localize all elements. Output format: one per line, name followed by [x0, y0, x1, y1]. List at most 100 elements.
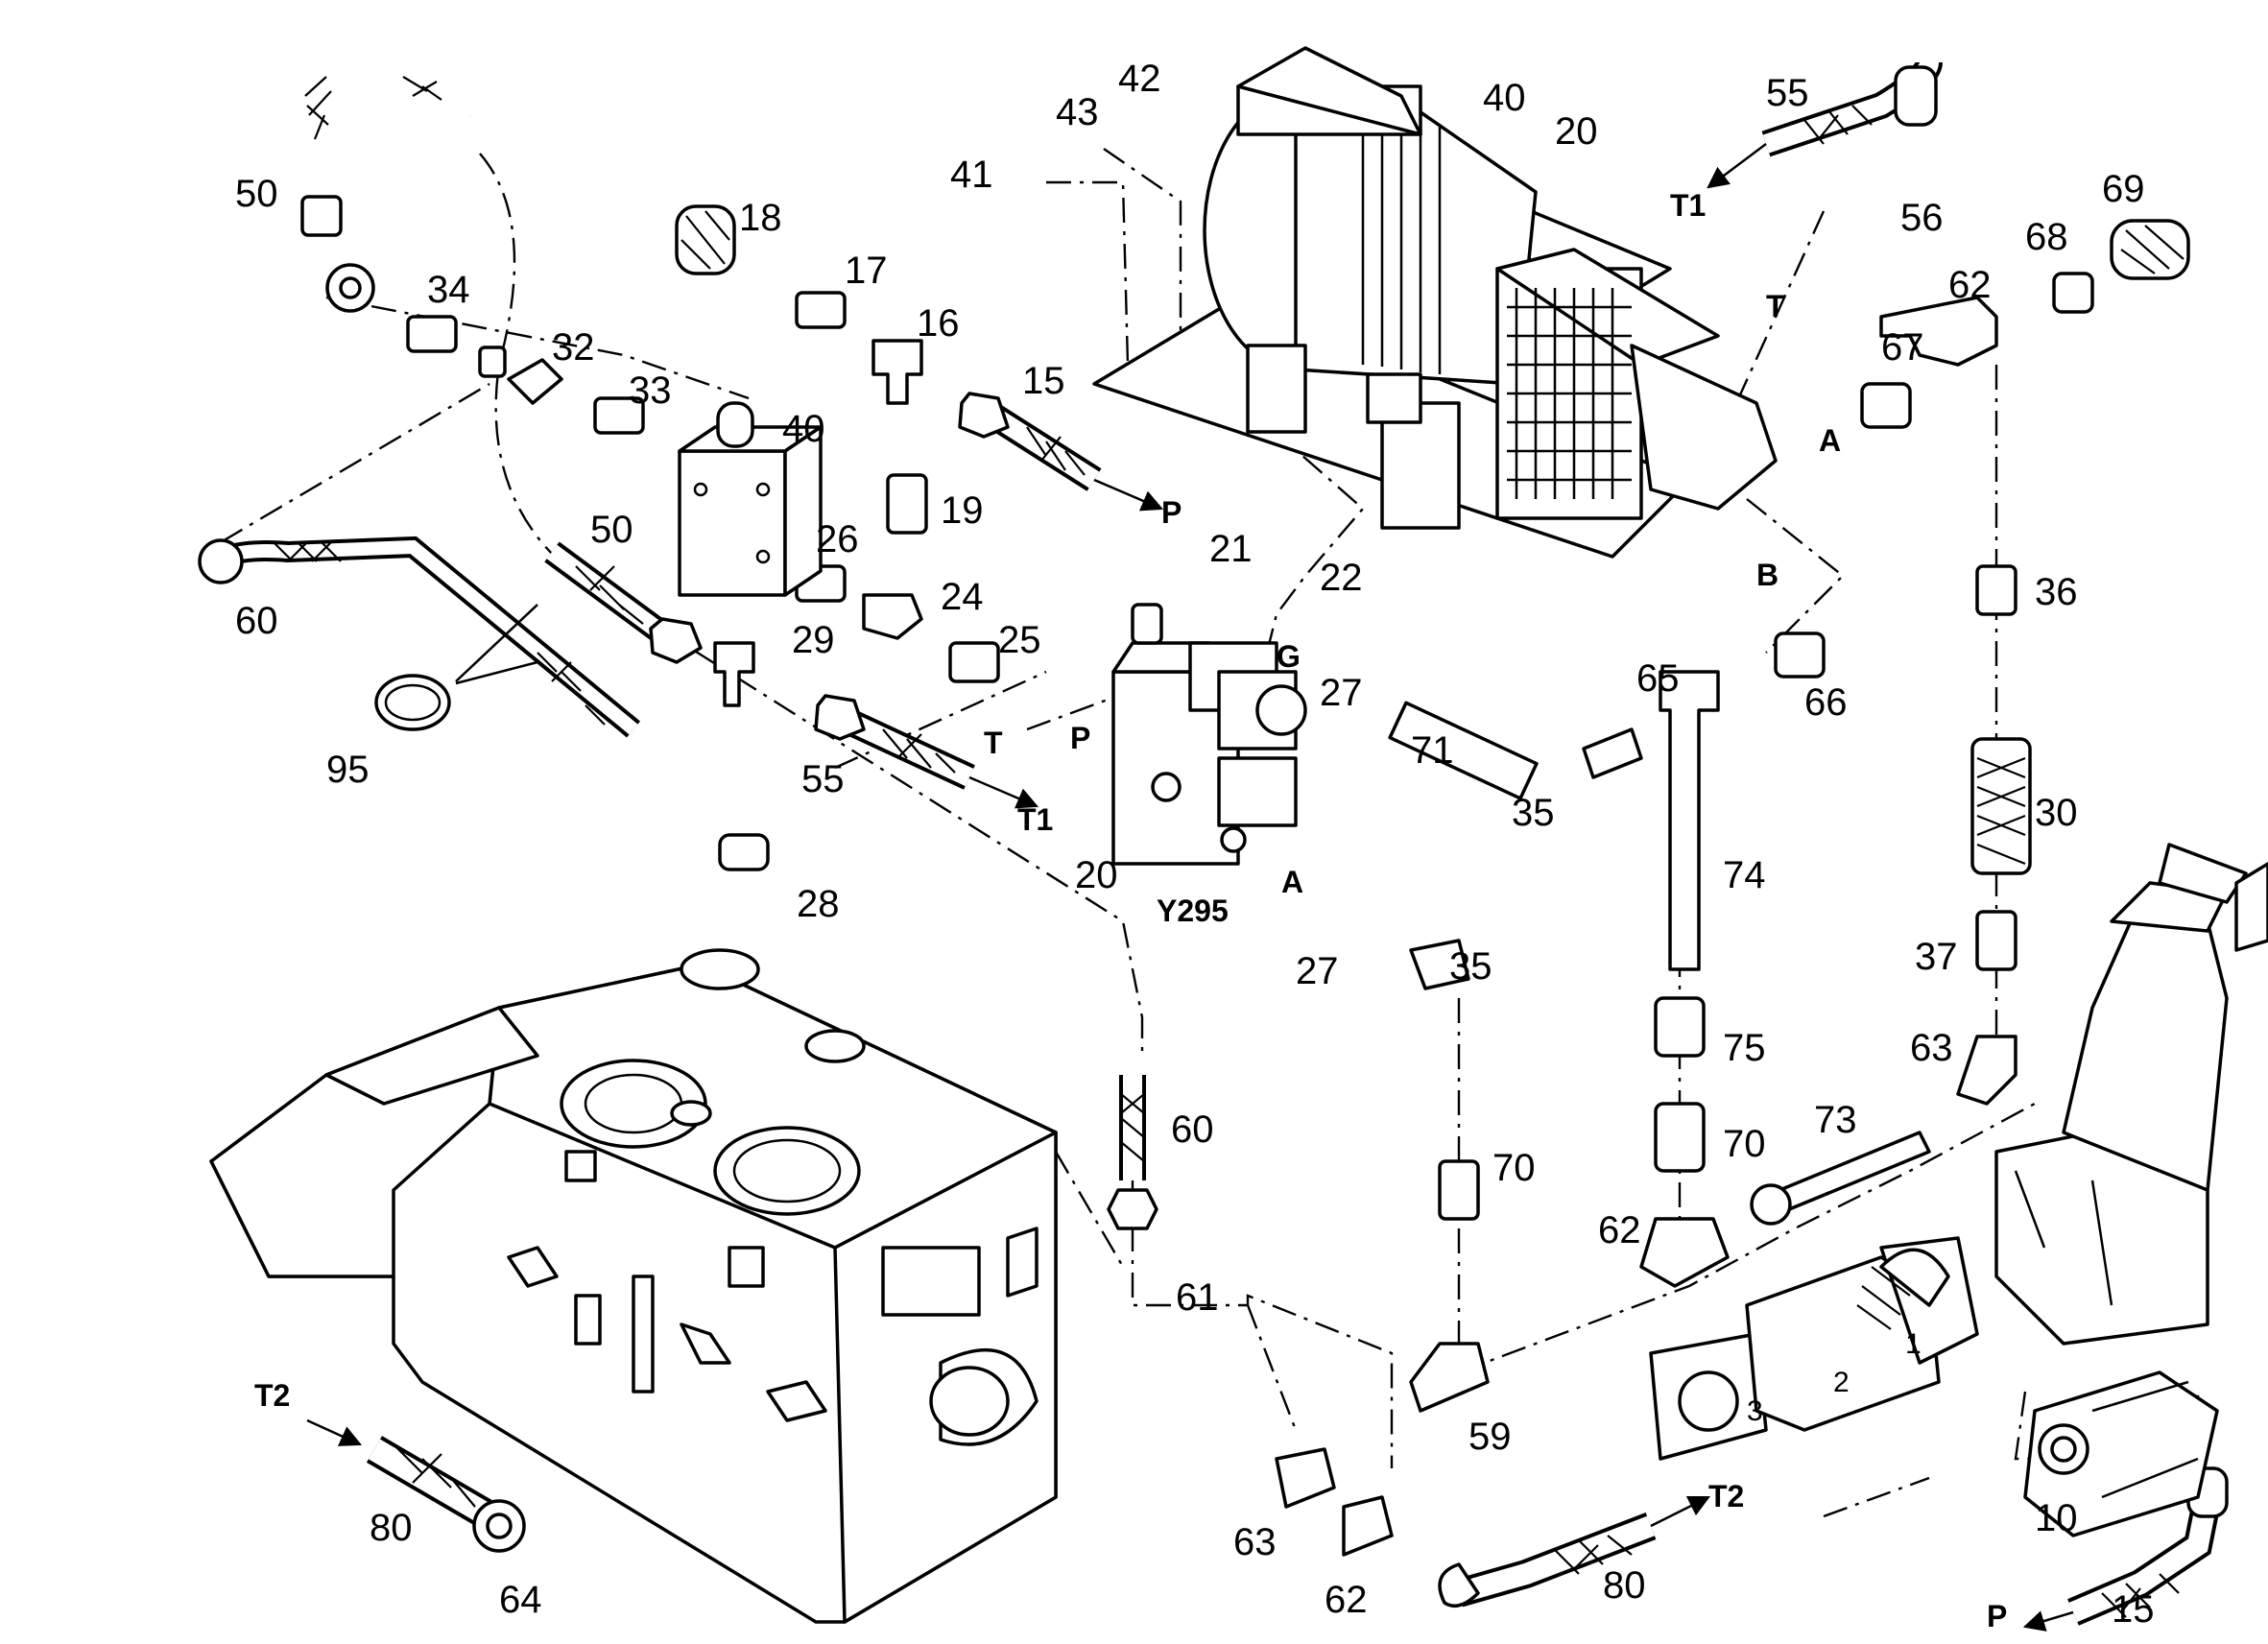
callout: 50	[235, 173, 278, 215]
callout: 61	[1176, 1276, 1219, 1319]
callout: 56	[1900, 197, 1944, 239]
callout: 25	[998, 619, 1041, 661]
callout: 20	[1075, 854, 1118, 896]
callout: 95	[326, 749, 370, 791]
callout: 17	[845, 250, 888, 292]
callout: 71	[1411, 729, 1454, 772]
callout: 16	[917, 302, 960, 345]
callout: 62	[1325, 1579, 1368, 1621]
callout: 22	[1320, 557, 1363, 599]
valve-block-20-y295	[1111, 603, 1307, 866]
flow-label: T1	[1670, 188, 1706, 223]
hose-50-middle	[544, 541, 703, 664]
callout: 24	[941, 576, 984, 618]
flow-label: A	[1819, 423, 1841, 458]
callout: 28	[797, 883, 840, 925]
callout: 40	[1483, 77, 1526, 119]
callout: 60	[235, 600, 278, 642]
motor-fan-grid	[1507, 288, 1632, 499]
flow-label: A	[1281, 865, 1303, 899]
flow-label: P	[1070, 721, 1090, 755]
callout: 67	[1881, 326, 1924, 369]
hose-80-bottom	[1438, 1495, 1711, 1608]
callout: 70	[1723, 1123, 1766, 1165]
clamp-95	[374, 604, 538, 731]
electric-motor-assembly	[1092, 46, 1778, 559]
callout: 68	[2025, 216, 2068, 258]
flow-label: T2	[254, 1378, 290, 1413]
callout: 18	[739, 197, 782, 239]
hose-15-top	[958, 392, 1164, 512]
flow-port-labels: P T1 T A B T P G T1 A T2 T2 P Y295 1 2 3	[254, 188, 2007, 1633]
flow-label: T	[984, 726, 1003, 760]
module-number: 3	[1747, 1395, 1763, 1427]
callout: 35	[1449, 945, 1492, 988]
callout: 80	[1603, 1564, 1646, 1607]
flow-label: G	[1277, 639, 1301, 674]
hose-60-vertical	[1107, 1075, 1158, 1230]
callout: 35	[1512, 792, 1555, 834]
callout: 62	[1598, 1209, 1641, 1251]
callout: 29	[792, 619, 835, 661]
flow-label: P	[1987, 1599, 2007, 1633]
callout: 36	[2035, 571, 2078, 613]
callout: 50	[590, 509, 633, 551]
callout: 33	[629, 369, 672, 412]
pump-assembly-1-2-3	[1649, 1236, 1979, 1461]
callout: 19	[941, 489, 984, 532]
callout: 15	[1022, 360, 1065, 402]
module-number: 2	[1833, 1367, 1850, 1398]
flow-label: P	[1161, 495, 1182, 530]
hose-55-middle	[814, 694, 1039, 809]
callout: 10	[2035, 1497, 2078, 1539]
callout: 70	[1492, 1147, 1536, 1189]
flow-label: T2	[1708, 1479, 1744, 1513]
hose-80-left	[306, 1418, 526, 1553]
callout: 63	[1910, 1027, 1953, 1069]
hose-50-top	[299, 60, 473, 313]
callout: 20	[1555, 110, 1598, 153]
transmission-housing-right	[1994, 843, 2268, 1346]
callout: 55	[1766, 72, 1809, 114]
flow-label: T1	[1017, 802, 1053, 837]
callout: 69	[2102, 168, 2145, 210]
hose-55-top-right	[1707, 60, 1943, 189]
callout: 74	[1723, 854, 1766, 896]
flow-label: B	[1756, 558, 1779, 592]
callout: 73	[1814, 1099, 1857, 1141]
callout: 65	[1636, 657, 1680, 700]
hose-60-left	[198, 536, 641, 738]
component-designation: Y295	[1157, 893, 1229, 928]
callout: 37	[1915, 936, 1958, 978]
callout: 62	[1948, 264, 1992, 306]
callout: 64	[499, 1579, 542, 1621]
callout: 40	[782, 408, 825, 450]
callout: 30	[2035, 792, 2078, 834]
callout: 27	[1296, 950, 1339, 992]
pump-10	[2023, 1370, 2219, 1537]
callout: 80	[370, 1507, 413, 1549]
callout: 26	[816, 518, 859, 560]
hose-50-braid	[304, 76, 442, 140]
fittings-left-group	[406, 204, 1000, 871]
callout: 34	[427, 269, 470, 311]
callout: 66	[1804, 681, 1848, 724]
callout-labels: 50 34 32 33 40 18 17 16 15 41 43 42 40 2…	[235, 58, 2155, 1631]
relief-valve-40-left	[678, 401, 823, 597]
callout: 21	[1209, 528, 1253, 570]
hydraulic-tank-housing	[209, 948, 1058, 1624]
callout: 59	[1468, 1416, 1512, 1458]
fittings-right-group	[1275, 219, 2190, 1557]
callout: 32	[552, 326, 595, 369]
callout: 43	[1056, 91, 1099, 133]
callout: 27	[1320, 672, 1363, 714]
callout: 42	[1118, 58, 1161, 100]
callout: 63	[1233, 1521, 1277, 1563]
callout: 60	[1171, 1108, 1214, 1151]
callout: 15	[2112, 1588, 2155, 1631]
callout: 41	[950, 154, 993, 196]
callout: 55	[801, 758, 845, 800]
callout: 75	[1723, 1027, 1766, 1069]
flow-label: T	[1766, 289, 1785, 323]
